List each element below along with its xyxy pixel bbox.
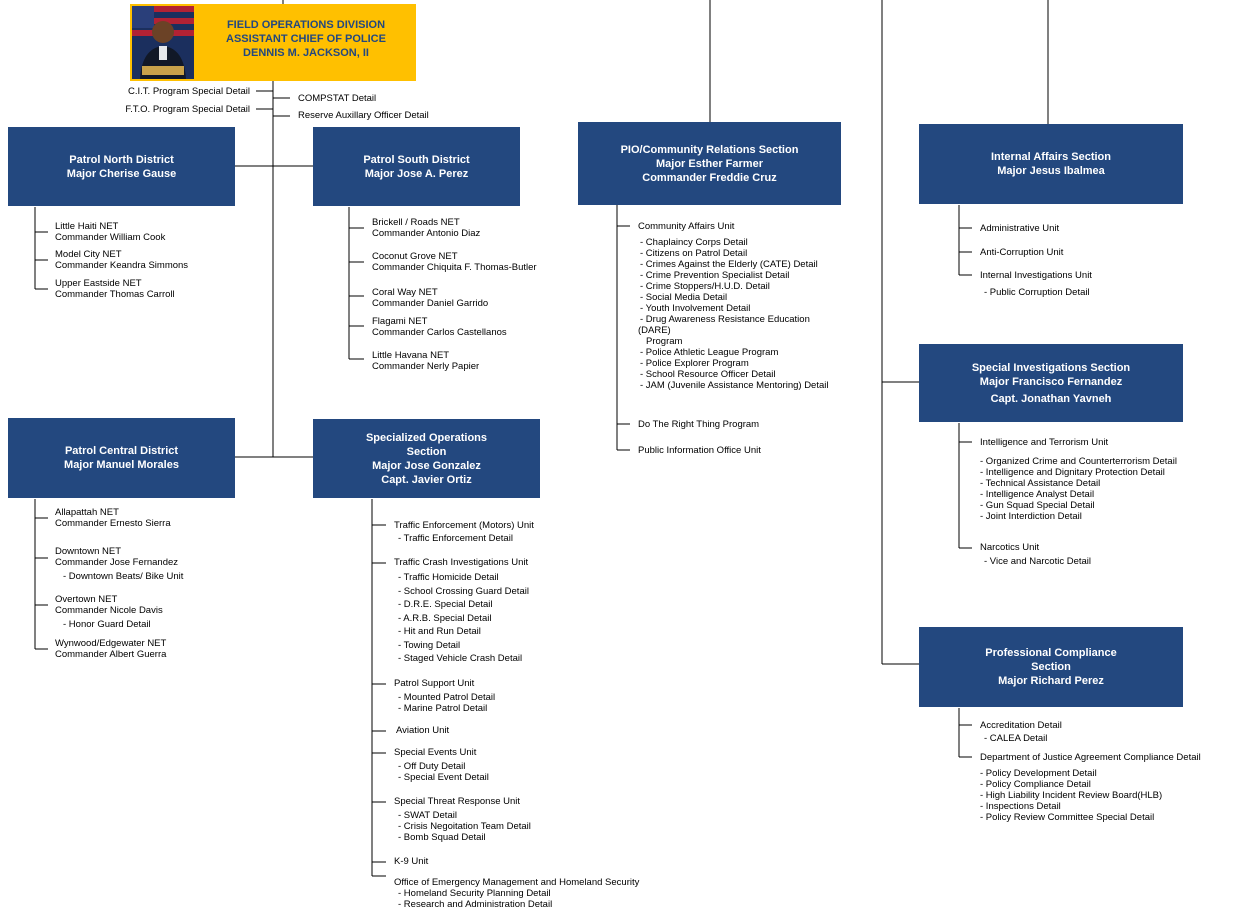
list-item: K-9 Unit xyxy=(394,856,429,867)
chief-detail-cit: C.I.T. Program Special Detail xyxy=(128,86,250,97)
specialized-head: Major Jose Gonzalez xyxy=(372,459,481,472)
list-item: Community Affairs Unit - Chaplaincy Corp… xyxy=(638,221,829,391)
patrol-central-title: Patrol Central District xyxy=(64,445,179,457)
list-item: Traffic Crash Investigations Unit - Traf… xyxy=(394,557,529,664)
special-investigations-title: Special Investigations Section xyxy=(971,361,1131,374)
specialized-ops-box: Specialized Operations Section Major Jos… xyxy=(313,419,540,498)
internal-affairs-box: Internal Affairs Section Major Jesus Iba… xyxy=(919,124,1183,204)
chief-detail-reserve: Reserve Auxillary Officer Detail xyxy=(298,110,429,121)
list-item: Department of Justice Agreement Complian… xyxy=(980,752,1201,823)
professional-compliance-title: Professional Compliance xyxy=(985,647,1117,659)
patrol-north-head: Major Cherise Gause xyxy=(66,167,177,180)
chief-box: FIELD OPERATIONS DIVISION ASSISTANT CHIE… xyxy=(130,4,416,81)
special-investigations-captain: Capt. Jonathan Yavneh xyxy=(990,392,1112,405)
professional-compliance-title-2: Section xyxy=(1031,661,1071,673)
pio-box: PIO/Community Relations Section Major Es… xyxy=(578,122,841,205)
patrol-central-box: Patrol Central District Major Manuel Mor… xyxy=(8,418,235,498)
patrol-south-title: Patrol South District xyxy=(363,153,470,166)
list-item: Administrative Unit xyxy=(980,223,1060,234)
specialized-captain: Capt. Javier Ortiz xyxy=(381,473,472,486)
list-item: Special Threat Response Unit- SWAT Detai… xyxy=(394,796,531,843)
special-investigations-box: Special Investigations Section Major Fra… xyxy=(919,344,1183,422)
chief-photo xyxy=(132,6,194,79)
list-item: Office of Emergency Management and Homel… xyxy=(394,877,640,910)
list-item: Do The Right Thing Program xyxy=(638,419,760,430)
list-item: Intelligence and Terrorism Unit - Organi… xyxy=(980,437,1177,522)
list-item: Internal Investigations Unit- Public Cor… xyxy=(980,270,1092,298)
patrol-south-head: Major Jose A. Perez xyxy=(364,167,469,180)
patrol-north-title: Patrol North District xyxy=(69,153,174,166)
internal-affairs-head: Major Jesus Ibalmea xyxy=(997,165,1105,177)
list-item: Public Information Office Unit xyxy=(638,445,761,456)
chief-detail-compstat: COMPSTAT Detail xyxy=(298,93,377,104)
list-item: Special Events Unit- Off Duty Detail- Sp… xyxy=(394,747,489,783)
specialized-title-2: Section xyxy=(406,445,447,458)
list-item: Aviation Unit xyxy=(396,725,450,736)
special-investigations-head: Major Francisco Fernandez xyxy=(979,375,1123,388)
professional-compliance-box: Professional Compliance Section Major Ri… xyxy=(919,627,1183,707)
chief-name: DENNIS M. JACKSON, II xyxy=(243,47,369,59)
chief-division: FIELD OPERATIONS DIVISION xyxy=(226,19,386,31)
patrol-north-box: Patrol North District Major Cherise Gaus… xyxy=(8,127,235,206)
list-item: Patrol Support Unit- Mounted Patrol Deta… xyxy=(394,678,496,714)
specialized-title: Specialized Operations xyxy=(365,431,488,444)
list-item: Anti-Corruption Unit xyxy=(980,247,1064,258)
patrol-south-box: Patrol South District Major Jose A. Pere… xyxy=(313,127,520,206)
pio-title: PIO/Community Relations Section xyxy=(620,143,799,156)
chief-detail-fto: F.T.O. Program Special Detail xyxy=(125,104,250,115)
list-item: Traffic Enforcement (Motors) Unit- Traff… xyxy=(394,520,534,544)
chief-title: ASSISTANT CHIEF OF POLICE xyxy=(226,33,386,45)
internal-affairs-title: Internal Affairs Section xyxy=(990,151,1111,163)
patrol-central-head: Major Manuel Morales xyxy=(64,459,179,471)
pio-head: Major Esther Farmer xyxy=(656,157,763,170)
list-item: Narcotics Unit- Vice and Narcotic Detail xyxy=(980,542,1092,567)
professional-compliance-head: Major Richard Perez xyxy=(998,675,1104,687)
list-item: Accreditation Detail- CALEA Detail xyxy=(980,720,1062,744)
pio-commander: Commander Freddie Cruz xyxy=(642,171,777,184)
